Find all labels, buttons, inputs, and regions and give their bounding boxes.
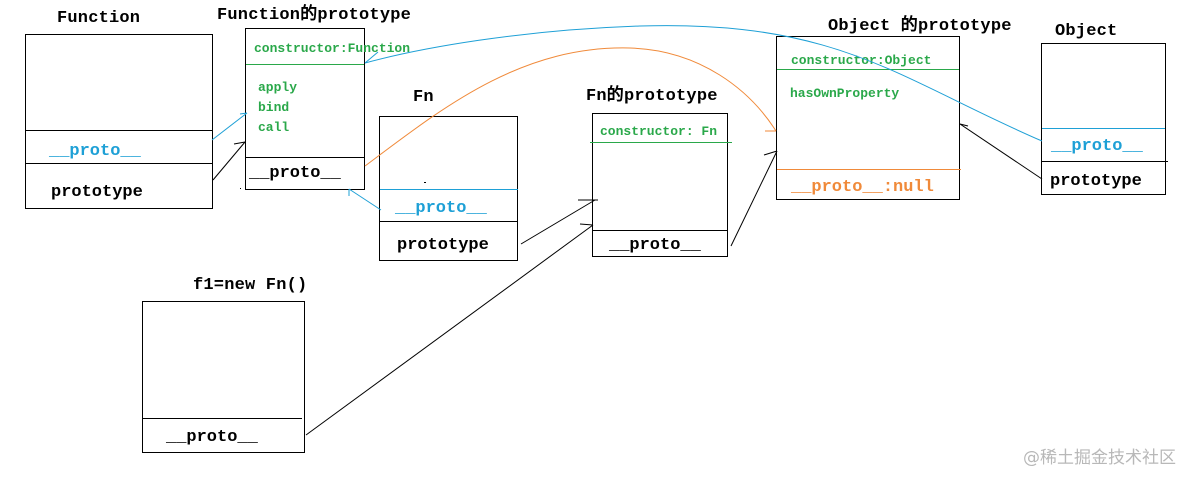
fn-prototype-proto-label: __proto__ xyxy=(609,236,701,255)
object-proto-label: __proto__ xyxy=(1051,137,1143,156)
function-prototype-method-call: call xyxy=(258,120,290,135)
f1-divider xyxy=(143,418,302,419)
object-title: Object xyxy=(1055,22,1118,41)
function-prototype-proto-label: __proto__ xyxy=(249,164,341,183)
function-prototype-constructor-divider xyxy=(246,64,364,65)
fn-prototype-divider xyxy=(593,230,727,231)
object-prototype-method-hasownproperty: hasOwnProperty xyxy=(790,86,900,101)
function-prototype-divider xyxy=(246,157,364,158)
fn-divider-1 xyxy=(380,189,518,190)
function-prototype-method-bind: bind xyxy=(258,100,290,115)
function-proto-label: __proto__ xyxy=(49,142,141,161)
fn-divider-2 xyxy=(380,221,517,222)
fn-title: Fn xyxy=(413,88,434,107)
edge-fn-prototype-proto-to-object-prototype xyxy=(730,150,778,247)
edge-object-prototype-to-object-prototype-box xyxy=(959,123,1043,180)
function-prototype-method-apply: apply xyxy=(258,80,298,95)
edge-function-proto-to-function-prototype xyxy=(211,112,248,141)
fn-prototype-label: prototype xyxy=(397,236,489,255)
edge-fn-prototype-to-fn-prototype-box xyxy=(520,199,598,245)
function-prototype-title: Function的prototype xyxy=(217,6,412,25)
function-prototype-label: prototype xyxy=(51,183,143,202)
edge-fn-proto-to-function-prototype xyxy=(348,188,382,211)
object-prototype-constructor: constructor:Object xyxy=(791,53,932,68)
object-divider-2 xyxy=(1042,161,1168,162)
function-title: Function xyxy=(57,9,141,28)
function-divider-2 xyxy=(26,163,212,164)
function-divider-1 xyxy=(26,130,212,131)
watermark: @稀土掘金技术社区 xyxy=(1023,448,1176,468)
object-prototype-label: prototype xyxy=(1050,172,1142,191)
object-prototype-proto-null: __proto__:null xyxy=(791,178,934,197)
fn-prototype-constructor-divider xyxy=(590,142,732,143)
edge-function-prototype-to-function-prototype-box xyxy=(212,141,246,181)
function-prototype-box xyxy=(245,28,365,190)
fn-prototype-title: Fn的prototype xyxy=(586,87,718,106)
object-prototype-title: Object 的prototype xyxy=(828,17,1012,36)
object-prototype-constructor-divider xyxy=(777,69,959,70)
f1-title: f1=new Fn() xyxy=(193,276,308,295)
object-divider-1 xyxy=(1042,128,1165,129)
f1-proto-label: __proto__ xyxy=(166,428,258,447)
function-prototype-constructor: constructor:Function xyxy=(254,41,411,56)
f1-box xyxy=(142,301,305,453)
object-prototype-divider xyxy=(777,169,961,170)
fn-proto-label: __proto__ xyxy=(395,199,487,218)
fn-prototype-constructor: constructor: Fn xyxy=(600,124,718,139)
stray-dot xyxy=(240,188,241,189)
